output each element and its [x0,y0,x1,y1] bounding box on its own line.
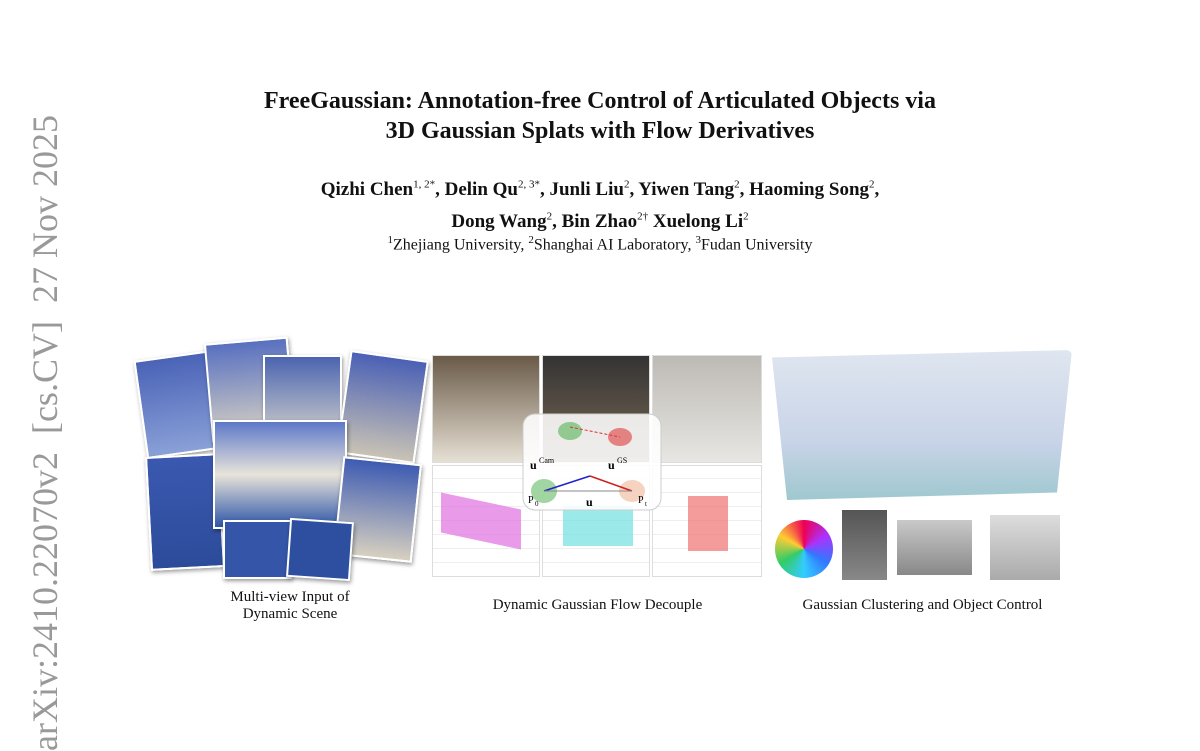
view-photo [213,420,347,529]
flow-grid [652,465,762,577]
author: Haoming Song2, [749,179,880,201]
svg-text:GS: GS [617,456,627,465]
kitchen-photo [652,355,762,463]
author: Junli Liu2, [549,179,639,201]
u-gs-label: u [608,458,615,472]
author: Qizhi Chen1, 2*, [320,179,445,201]
p0-label: P [528,495,534,506]
author: Dong Wang2, [451,210,562,232]
author-list: Qizhi Chen1, 2*, Delin Qu2, 3*, Junli Li… [0,172,1200,235]
clustering-control-panel [772,350,1072,582]
author: Delin Qu2, 3*, [444,179,550,201]
caption-right: Gaussian Clustering and Object Control [802,597,1043,613]
view-photo [223,520,292,579]
view-photo [286,517,354,582]
title-line-1: FreeGaussian: Annotation-free Control of… [264,88,936,114]
svg-text:0: 0 [535,500,539,508]
flow-grid [432,465,540,577]
svg-text:Cam: Cam [539,456,555,465]
object-oven [897,520,972,575]
point-cloud-scene [772,350,1072,500]
u-cam-label: u [530,458,537,472]
author: Bin Zhao2† [561,210,649,232]
pt-label: P [638,495,644,506]
caption-middle: Dynamic Gaussian Flow Decouple [492,597,703,613]
paper-title: FreeGaussian: Annotation-free Control of… [0,86,1200,146]
arxiv-stamp: arXiv:2410.22070v2 [cs.CV] 27 Nov 2025 [25,115,65,751]
object-drawer [842,510,887,580]
affiliations: 1Zhejiang University, 2Shanghai AI Labor… [387,234,813,254]
svg-text:t: t [645,500,647,508]
multi-view-input-panel [133,335,429,582]
object-kitchen [990,515,1060,580]
oven-photo [432,355,540,463]
u-label: u [586,495,593,509]
author: Yiwen Tang2, [638,179,750,201]
view-photo [336,350,429,464]
color-sphere [775,520,833,578]
author: Xuelong Li2 [652,210,749,232]
title-line-2: 3D Gaussian Splats with Flow Derivatives [385,118,815,144]
